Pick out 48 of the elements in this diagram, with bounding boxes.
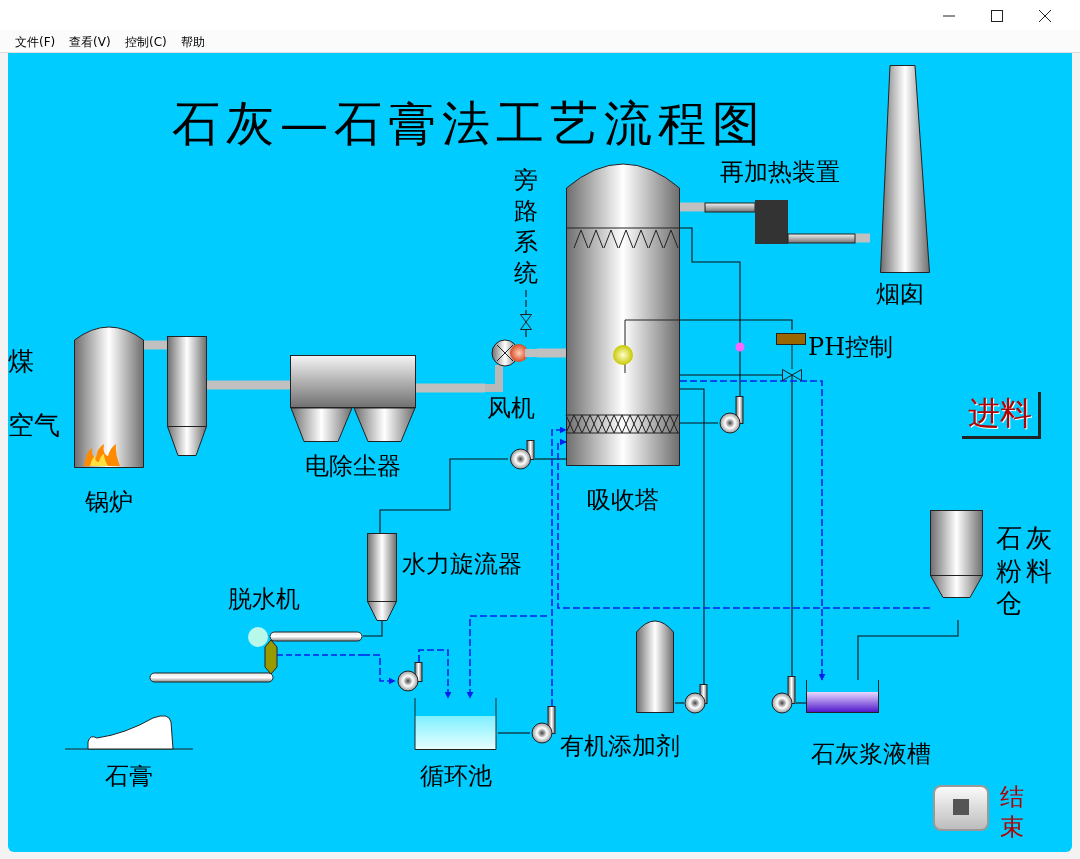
equipment-label: 吸收塔 — [586, 486, 660, 515]
equipment-label: 旁路系统 — [513, 165, 539, 289]
dashed-line — [418, 649, 452, 699]
line — [857, 619, 959, 681]
pipe — [207, 380, 290, 390]
pipe — [537, 348, 566, 358]
dashed-line — [551, 426, 567, 707]
pipe — [144, 340, 167, 350]
pipe — [416, 383, 485, 393]
equipment-label: 风机 — [486, 394, 536, 423]
pipe — [855, 233, 870, 243]
dashed-line — [557, 438, 931, 609]
diagram-title: 石灰—石膏法工艺流程图 — [172, 94, 767, 153]
equipment-label: 脱水机 — [228, 585, 300, 614]
button-label: 结束 — [1000, 782, 1025, 842]
pipe — [680, 202, 705, 212]
equipment-label: 锅炉 — [84, 488, 134, 517]
dashed-line — [466, 615, 548, 699]
menu-item: 帮助 — [181, 34, 205, 51]
equipment-label: 石灰粉料仓 — [996, 522, 1057, 620]
line — [679, 422, 719, 424]
line — [497, 732, 531, 734]
equipment-label: 石膏 — [104, 762, 154, 791]
input-label: 煤 — [8, 345, 34, 378]
line — [674, 702, 685, 704]
equipment-label: 石灰浆液槽 — [810, 740, 932, 769]
dashed-line — [679, 380, 826, 681]
line — [679, 388, 705, 685]
line — [679, 227, 741, 397]
feed-button: 进料 — [962, 392, 1041, 439]
line — [795, 702, 807, 704]
equipment-label: 水力旋流器 — [402, 550, 522, 579]
menu-item: 文件(F) — [15, 34, 56, 51]
menu-item: 控制(C) — [125, 34, 167, 51]
line — [379, 458, 509, 534]
equipment-label: PH控制 — [808, 333, 894, 362]
dashed-line — [525, 289, 527, 338]
line — [534, 458, 567, 460]
equipment-label: 烟囱 — [875, 280, 925, 309]
menu-item: 查看(V) — [69, 34, 111, 51]
line — [679, 374, 793, 677]
line — [679, 319, 793, 331]
equipment-label: 电除尘器 — [304, 452, 402, 481]
input-label: 空气 — [8, 409, 60, 442]
dashed-line — [362, 654, 396, 685]
equipment-label: 循环池 — [418, 762, 493, 791]
equipment-label: 再加热装置 — [719, 158, 841, 187]
line — [362, 620, 383, 637]
